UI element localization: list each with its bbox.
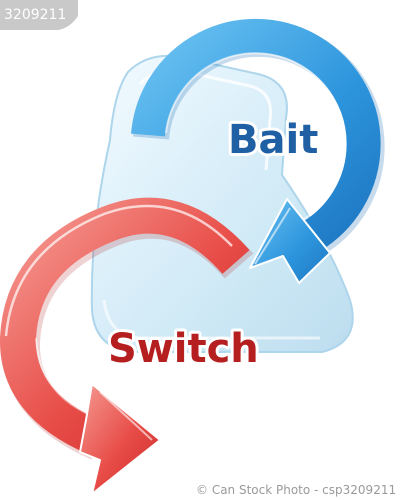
switch-arrow [0,197,254,495]
watermark-badge: 3209211 [0,0,78,30]
bait-label: Bait [228,117,318,163]
watermark-footer-text: © Can Stock Photo - csp3209211 [196,483,396,497]
watermark-badge-shape [0,0,78,30]
watermark-id-text: 3209211 [4,7,66,23]
switch-label: Switch [108,326,259,372]
bait-arrow [131,18,385,284]
